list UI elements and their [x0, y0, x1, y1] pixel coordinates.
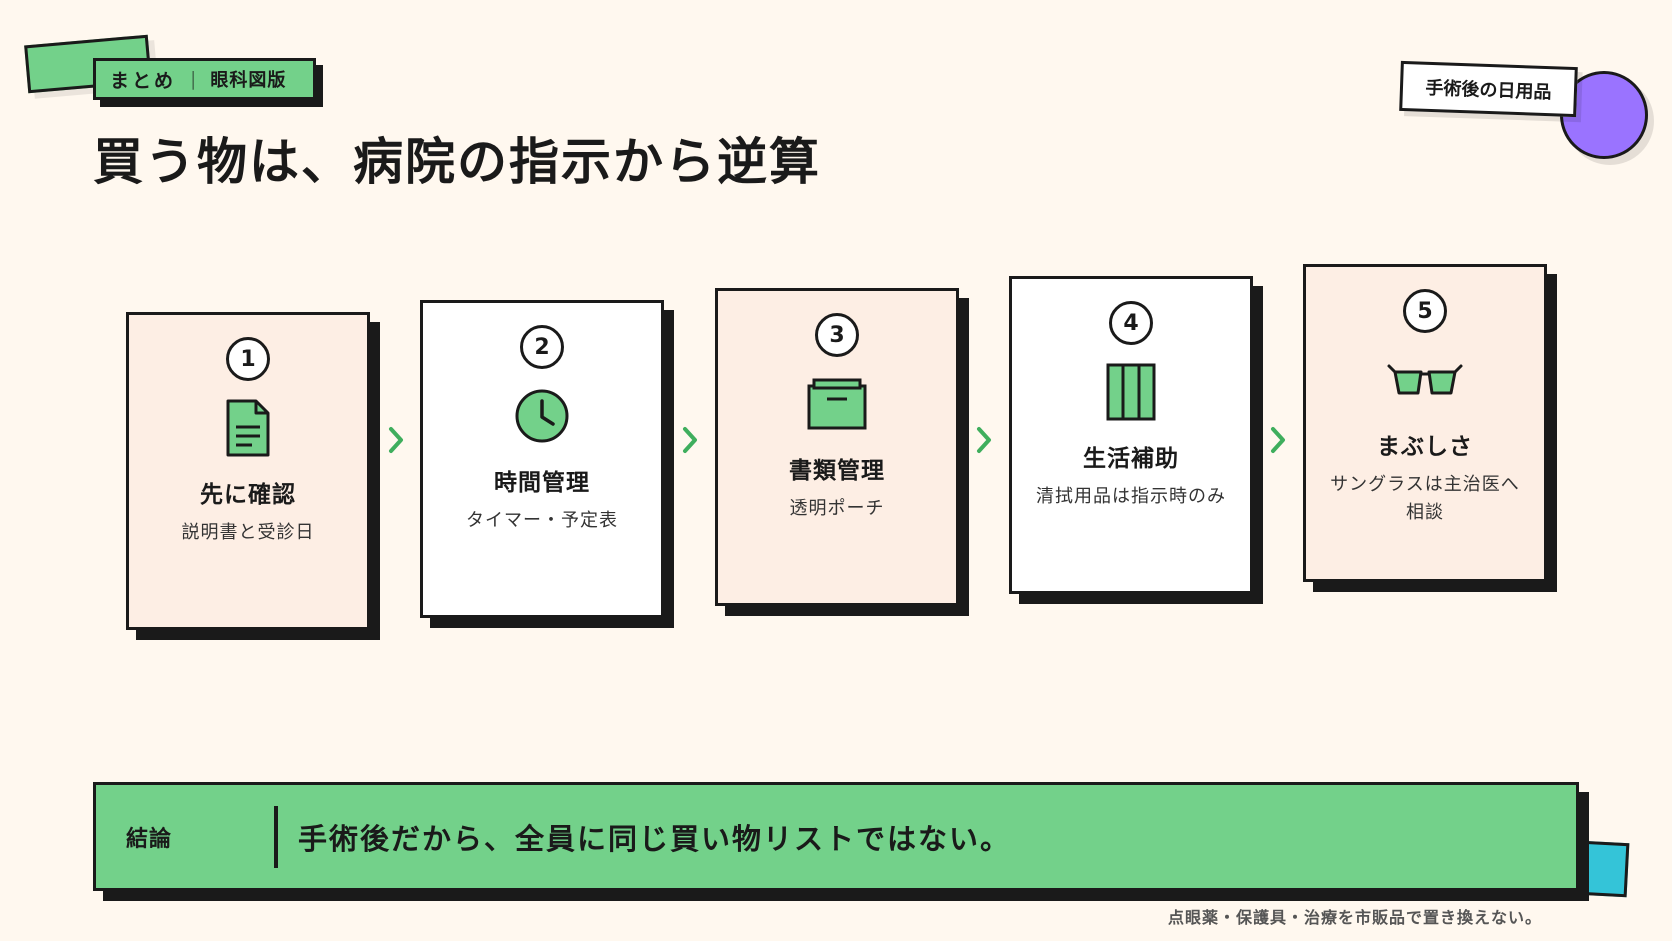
conclusion-divider [274, 805, 278, 868]
step-desc: 清拭用品は指示時のみ [1036, 486, 1226, 507]
step-title: 書類管理 [789, 458, 885, 484]
topic-badge: 手術後の日用品 [1399, 60, 1578, 118]
step-desc: 説明書と受診日 [181, 522, 315, 543]
footnote: 点眼薬・保護具・治療を市販品で置き換えない。 [1168, 908, 1543, 927]
step-title: まぶしさ [1377, 434, 1473, 460]
conclusion-label: 結論 [126, 826, 173, 852]
document-icon [225, 393, 271, 463]
conclusion-message: 手術後だから、全員に同じ買い物リストではない。 [298, 821, 1012, 856]
step-title: 生活補助 [1083, 446, 1179, 472]
chevron-right-icon [977, 427, 991, 453]
sunglasses-icon [1385, 345, 1465, 415]
clock-icon [513, 381, 571, 451]
chevron-right-icon [683, 427, 697, 453]
section-tag: まとめ | 眼科図版 [93, 58, 316, 100]
tag-label: まとめ [110, 69, 177, 92]
step-number: 2 [520, 325, 564, 369]
conclusion-box: 結論 手術後だから、全員に同じ買い物リストではない。 [93, 782, 1579, 891]
conclusion-decoration [1578, 840, 1630, 898]
step-card-4: 4 生活補助 清拭用品は指示時のみ [1009, 276, 1253, 594]
step-card-1: 1 先に確認 説明書と受診日 [126, 312, 370, 630]
step-desc: 透明ポーチ [789, 498, 885, 519]
step-desc: タイマー・予定表 [466, 510, 618, 531]
step-title: 時間管理 [494, 470, 590, 496]
chevron-right-icon [389, 427, 403, 453]
pouch-icon [805, 369, 869, 439]
step-number: 5 [1403, 289, 1447, 333]
step-desc: サングラスは主治医へ相談 [1330, 474, 1520, 523]
tag-sub: 眼科図版 [210, 70, 287, 91]
tag-separator: | [190, 68, 197, 90]
step-number: 3 [815, 313, 859, 357]
step-card-2: 2 時間管理 タイマー・予定表 [420, 300, 664, 618]
step-title: 先に確認 [200, 482, 296, 508]
page-title: 買う物は、病院の指示から逆算 [93, 133, 821, 191]
step-number: 4 [1109, 301, 1153, 345]
step-card-3: 3 書類管理 透明ポーチ [715, 288, 959, 606]
step-card-5: 5 まぶしさ サングラスは主治医へ相談 [1303, 264, 1547, 582]
chevron-right-icon [1271, 427, 1285, 453]
panel-icon [1104, 357, 1158, 427]
step-number: 1 [226, 337, 270, 381]
